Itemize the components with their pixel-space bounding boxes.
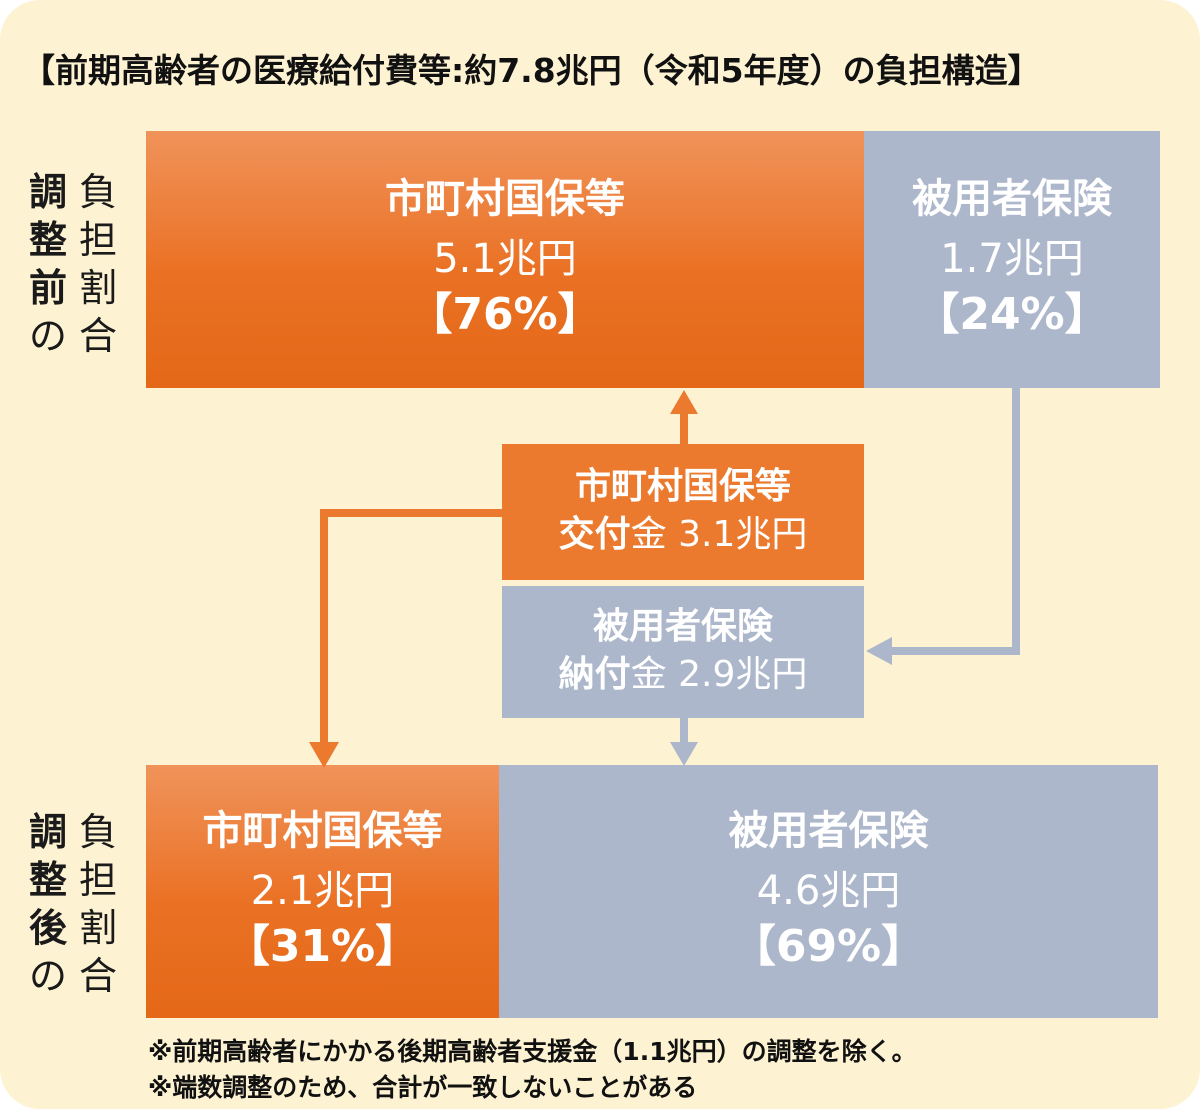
before-kokuho-box: 市町村国保等 5.1兆円 【76%】 [146, 131, 864, 388]
label-char: 担 [78, 218, 117, 262]
after-hiyosha-box: 被用者保険 4.6兆円 【69%】 [499, 765, 1158, 1018]
after-kokuho-percent: 【31%】 [225, 921, 420, 973]
label-char: 割 [78, 266, 117, 310]
after-side-label: 調 整 後 の 負 担 割 合 [26, 808, 120, 1000]
after-hiyosha-percent: 【69%】 [731, 921, 926, 973]
kofukin-box: 市町村国保等 交付金 3.1兆円 [502, 444, 864, 580]
before-hiyosha-percent: 【24%】 [915, 289, 1109, 341]
label-char: 調 [28, 810, 67, 854]
after-kokuho-box: 市町村国保等 2.1兆円 【31%】 [146, 765, 499, 1018]
kofukin-amount-text: 金 3.1兆円 [630, 514, 808, 556]
label-char: の [28, 314, 67, 358]
label-char: 合 [78, 954, 117, 998]
before-label-col-1: 負 担 割 合 [76, 168, 120, 360]
after-label-col-2: 調 整 後 の [26, 808, 70, 1000]
before-label-col-2: 調 整 前 の [26, 168, 70, 360]
kofukin-amount-line: 交付金 3.1兆円 [559, 512, 808, 557]
after-kokuho-name: 市町村国保等 [202, 808, 443, 855]
label-char: 後 [28, 906, 67, 950]
nofukin-bold-text: 納付 [558, 654, 631, 696]
nofukin-amount-text: 金 2.9兆円 [630, 654, 808, 696]
label-char: 負 [78, 810, 117, 854]
nofukin-name: 被用者保険 [592, 605, 773, 647]
nofukin-amount-line: 納付金 2.9兆円 [559, 652, 808, 697]
after-hiyosha-amount: 4.6兆円 [756, 868, 901, 915]
arrow-kofukin-to-before-kokuho [670, 390, 698, 444]
label-char: 担 [78, 858, 117, 902]
nofukin-box: 被用者保険 納付金 2.9兆円 [502, 586, 864, 718]
before-side-label: 調 整 前 の 負 担 割 合 [26, 168, 120, 360]
after-kokuho-amount: 2.1兆円 [250, 868, 395, 915]
after-hiyosha-name: 被用者保険 [728, 808, 929, 855]
after-label-col-1: 負 担 割 合 [76, 808, 120, 1000]
arrow-before-hiyosha-to-nofukin [866, 388, 1020, 665]
before-hiyosha-box: 被用者保険 1.7兆円 【24%】 [864, 131, 1160, 388]
before-kokuho-percent: 【76%】 [408, 289, 602, 341]
label-char: の [28, 954, 67, 998]
kofukin-bold-text: 交付 [558, 514, 631, 556]
label-char: 整 [28, 858, 67, 902]
label-char: 合 [78, 314, 117, 358]
label-char: 割 [78, 906, 117, 950]
before-kokuho-amount: 5.1兆円 [433, 236, 577, 283]
before-hiyosha-name: 被用者保険 [912, 176, 1112, 223]
before-hiyosha-amount: 1.7兆円 [940, 236, 1084, 283]
label-char: 前 [28, 266, 67, 310]
arrow-kofukin-to-after-kokuho [309, 509, 502, 768]
footnote-2: ※端数調整のため、合計が一致しないことがある [148, 1073, 698, 1102]
label-char: 整 [28, 218, 67, 262]
label-char: 負 [78, 170, 117, 214]
footnote-1: ※前期高齢者にかかる後期高齢者支援金（1.1兆円）の調整を除く。 [148, 1037, 917, 1066]
label-char: 調 [28, 170, 67, 214]
arrow-nofukin-to-after-hiyosha [670, 718, 698, 766]
diagram-title: 【前期高齢者の医療給付費等:約7.8兆円（令和5年度）の負担構造】 [22, 51, 1041, 90]
kofukin-name: 市町村国保等 [574, 465, 791, 507]
before-kokuho-name: 市町村国保等 [385, 176, 625, 223]
